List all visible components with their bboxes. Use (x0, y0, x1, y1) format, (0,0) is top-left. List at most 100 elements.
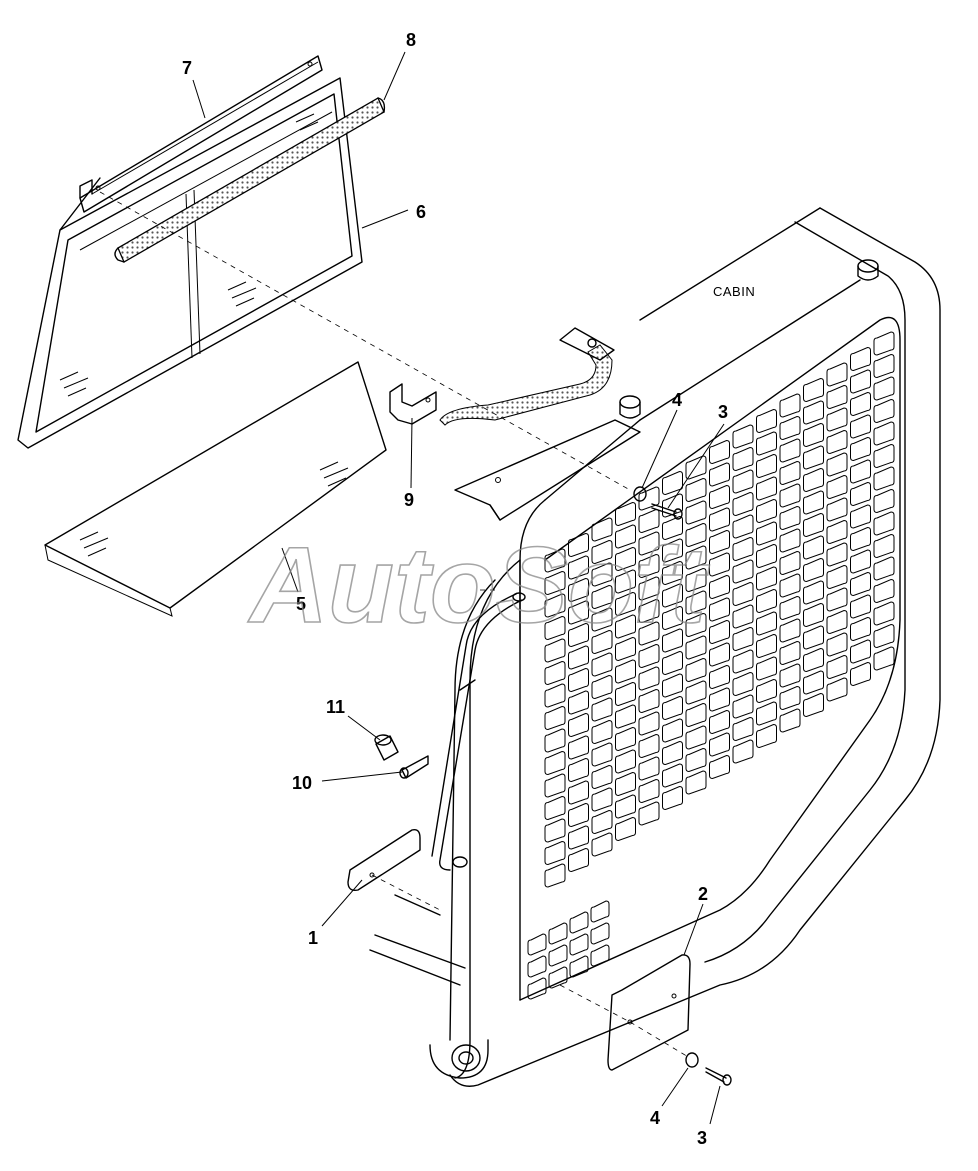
screen-opening (756, 611, 777, 636)
screen-opening (850, 639, 871, 664)
channel-7 (79, 55, 323, 213)
screen-opening (568, 667, 589, 693)
screen-opening (803, 557, 824, 583)
screen-opening (850, 594, 871, 619)
callout-10: 10 (292, 773, 312, 793)
screen-opening (544, 638, 566, 663)
screen-opening (591, 719, 613, 745)
screen-opening (662, 470, 683, 496)
screen-opening (638, 598, 660, 624)
screen-opening (826, 519, 848, 545)
screen-opening (732, 469, 754, 494)
screen-opening (756, 408, 777, 434)
screen-opening (732, 739, 754, 764)
screen-opening (544, 773, 566, 798)
screen-opening (615, 771, 636, 797)
screen-opening (638, 801, 660, 826)
screen-opening (873, 376, 895, 401)
screen-opening (685, 612, 707, 638)
screen-opening (873, 488, 895, 514)
screen-opening (568, 802, 589, 828)
screen-opening (732, 581, 754, 607)
screen-opening (590, 944, 610, 967)
screen-opening (873, 578, 895, 604)
screen-opening (779, 708, 801, 733)
screen-opening (638, 621, 660, 646)
screen-opening (685, 747, 707, 773)
screen-opening (568, 555, 589, 580)
screen-opening (544, 795, 566, 821)
screen-opening (850, 616, 871, 642)
screen-opening (568, 847, 589, 873)
screen-opening (732, 491, 754, 517)
screen-opening (709, 754, 730, 780)
screen-opening (850, 369, 871, 394)
screen-opening (662, 673, 683, 698)
screen-opening (615, 591, 636, 617)
screen-opening (779, 595, 801, 621)
screen-opening (709, 642, 730, 667)
screen-opening (615, 636, 636, 662)
screen-opening (732, 671, 754, 697)
screen-opening (685, 770, 707, 795)
screen-opening (803, 602, 824, 628)
screen-opening (568, 825, 589, 850)
screen-opening (803, 647, 824, 673)
screen-opening (615, 749, 636, 774)
screen-opening (850, 549, 871, 574)
screen-opening (826, 384, 848, 410)
screen-opening (544, 660, 566, 686)
screen-opening (732, 559, 754, 584)
screen-opening (685, 455, 707, 480)
screen-opening (544, 593, 566, 618)
screen-opening (591, 764, 613, 790)
cabin-label: CABIN (713, 284, 755, 299)
screen-opening (638, 531, 660, 556)
screen-opening (873, 466, 895, 491)
screen-opening (591, 629, 613, 655)
screen-opening (615, 546, 636, 572)
screen-opening (685, 702, 707, 728)
pin-11 (374, 734, 399, 761)
screen-opening (544, 615, 566, 641)
screen-opening (569, 955, 589, 978)
screen-opening (756, 498, 777, 524)
bolt-and-washer-upper (633, 486, 683, 520)
screen-opening (709, 597, 730, 622)
screen-opening (685, 635, 707, 660)
screen-opening (873, 533, 895, 559)
screen-opening (803, 625, 824, 650)
screen-opening (544, 840, 566, 866)
screen-opening (527, 933, 547, 956)
screen-opening (568, 645, 589, 670)
screen-opening (591, 742, 613, 767)
screen-opening (709, 484, 730, 510)
screen-opening (756, 543, 777, 569)
screen-opening (873, 421, 895, 446)
screen-opening (662, 515, 683, 541)
screen-opening (685, 657, 707, 683)
screen-opening (779, 528, 801, 553)
screen-opening (732, 424, 754, 449)
screen-opening (826, 497, 848, 522)
screen-opening (826, 542, 848, 567)
screen-opening (826, 609, 848, 635)
screen-opening (638, 778, 660, 804)
screen-opening (850, 661, 871, 687)
screen-opening (662, 493, 683, 518)
screen-opening (779, 573, 801, 598)
screen-opening (527, 977, 547, 1000)
screen-opening (568, 690, 589, 715)
screen-opening (662, 583, 683, 608)
screen-opening (850, 346, 871, 372)
screen-opening (638, 666, 660, 691)
screen-opening (638, 553, 660, 579)
screen-opening (568, 712, 589, 738)
screen-opening (709, 507, 730, 532)
lower-mesh-grid (527, 900, 610, 1000)
screen-opening (709, 687, 730, 712)
screen-opening (826, 654, 848, 680)
screen-opening (615, 569, 636, 594)
screen-opening (826, 587, 848, 612)
screen-opening (615, 681, 636, 707)
